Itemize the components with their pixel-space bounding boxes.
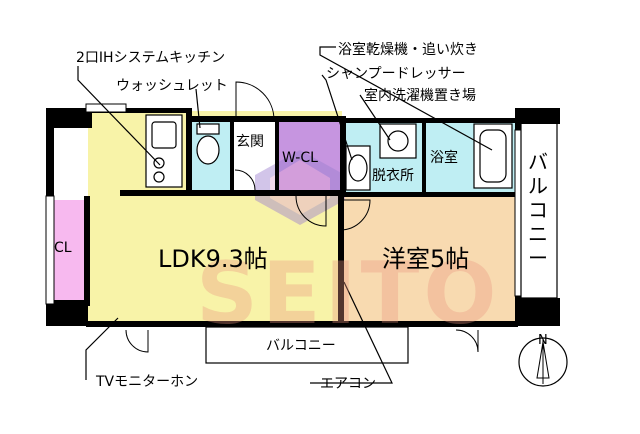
balcony-char: ー (528, 246, 548, 270)
entrance-area (233, 122, 277, 190)
balcony-char: ル (528, 174, 548, 198)
western-room (342, 196, 518, 326)
room-label-cl: CL (54, 240, 72, 256)
toilet-fixture (196, 123, 220, 165)
cl-closet (52, 200, 84, 302)
callout-shampoo-dresser: シャンプードレッサー (326, 66, 466, 82)
washbasin-fixture (345, 145, 371, 191)
balcony-right (520, 122, 555, 298)
balcony-right-outline (520, 121, 558, 299)
callout-indoor-laundry: 室内洗濯機置き場 (364, 88, 476, 104)
compass (518, 337, 568, 387)
wcl-closet (277, 122, 341, 190)
room-label-balcony-bottom: バルコニー (266, 338, 336, 354)
watermark-text: SEITO (196, 244, 501, 344)
callout-washlet: ウォッシュレット (116, 78, 228, 94)
callout-tv-monitor: TVモニターホン (96, 374, 199, 390)
room-label-wcl: W-CL (282, 150, 318, 166)
callout-bath-dryer: 浴室乾燥機・追い炊き (338, 42, 478, 58)
room-label-dressing: 脱衣所 (372, 168, 414, 184)
compass-north-label: N (538, 333, 548, 348)
callout-aircon: エアコン (320, 376, 376, 392)
room-label-western: 洋室5帖 (382, 245, 470, 273)
balcony-char: ニ (528, 222, 548, 246)
washing-machine-space (379, 123, 417, 159)
balcony-bottom-outline (205, 326, 409, 364)
room-label-balcony-right: バ ル コ ニ ー (526, 150, 550, 270)
kitchen-counter (145, 114, 183, 188)
room-label-ldk: LDK9.3帖 (158, 245, 268, 273)
bathtub-fixture (473, 123, 513, 189)
windows (45, 103, 522, 305)
room-label-entrance: 玄関 (236, 134, 264, 150)
callout-kitchen: 2口IHシステムキッチン (76, 50, 226, 66)
callout-leaders (77, 46, 493, 384)
room-label-bath: 浴室 (430, 150, 458, 166)
balcony-char: コ (528, 198, 548, 222)
doors (125, 81, 479, 353)
balcony-char: バ (528, 150, 548, 174)
